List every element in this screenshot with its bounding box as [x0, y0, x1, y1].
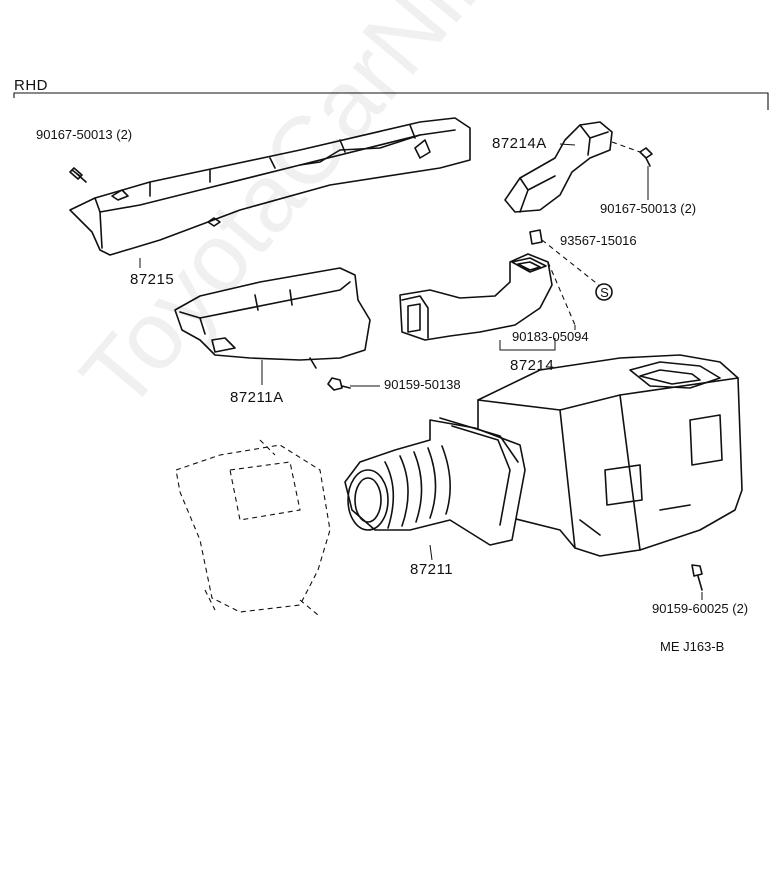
duct-87211: [344, 417, 526, 546]
diagram-id: ME J163-B: [660, 639, 725, 654]
part-label-90167-right: 90167-50013 (2): [600, 201, 697, 216]
variant-label: RHD: [14, 77, 48, 94]
part-label-87214A: 87214A: [492, 135, 547, 152]
duct-87211A: [174, 267, 371, 369]
duct-87215: [69, 117, 471, 256]
part-label-90159-60025: 90159-60025 (2): [652, 601, 749, 616]
part-label-90167-left: 90167-50013 (2): [36, 127, 133, 142]
part-label-87211A: 87211A: [230, 389, 284, 406]
part-label-90183: 90183-05094: [512, 329, 589, 344]
heater-unit: [477, 354, 743, 557]
screw-90167-left: [69, 167, 87, 183]
part-label-87211: 87211: [410, 561, 454, 578]
duct-87214: [399, 253, 553, 341]
leader-90183: [547, 261, 576, 326]
screw-90159-50138: [327, 377, 351, 391]
duct-87214A: [504, 121, 613, 213]
symbol-s: S: [600, 285, 609, 300]
part-label-87214: 87214: [510, 357, 555, 374]
screw-90167-right: [611, 141, 653, 167]
leader-lines: [139, 143, 703, 600]
part-label-90159-50138: 90159-50138: [384, 377, 461, 392]
clip-93567: [529, 229, 613, 301]
frame-line: [13, 92, 769, 110]
part-label-87215: 87215: [130, 271, 175, 288]
part-label-93567: 93567-15016: [560, 233, 637, 248]
blower-unit: [175, 439, 331, 616]
screw-90159-60025: [691, 564, 703, 591]
